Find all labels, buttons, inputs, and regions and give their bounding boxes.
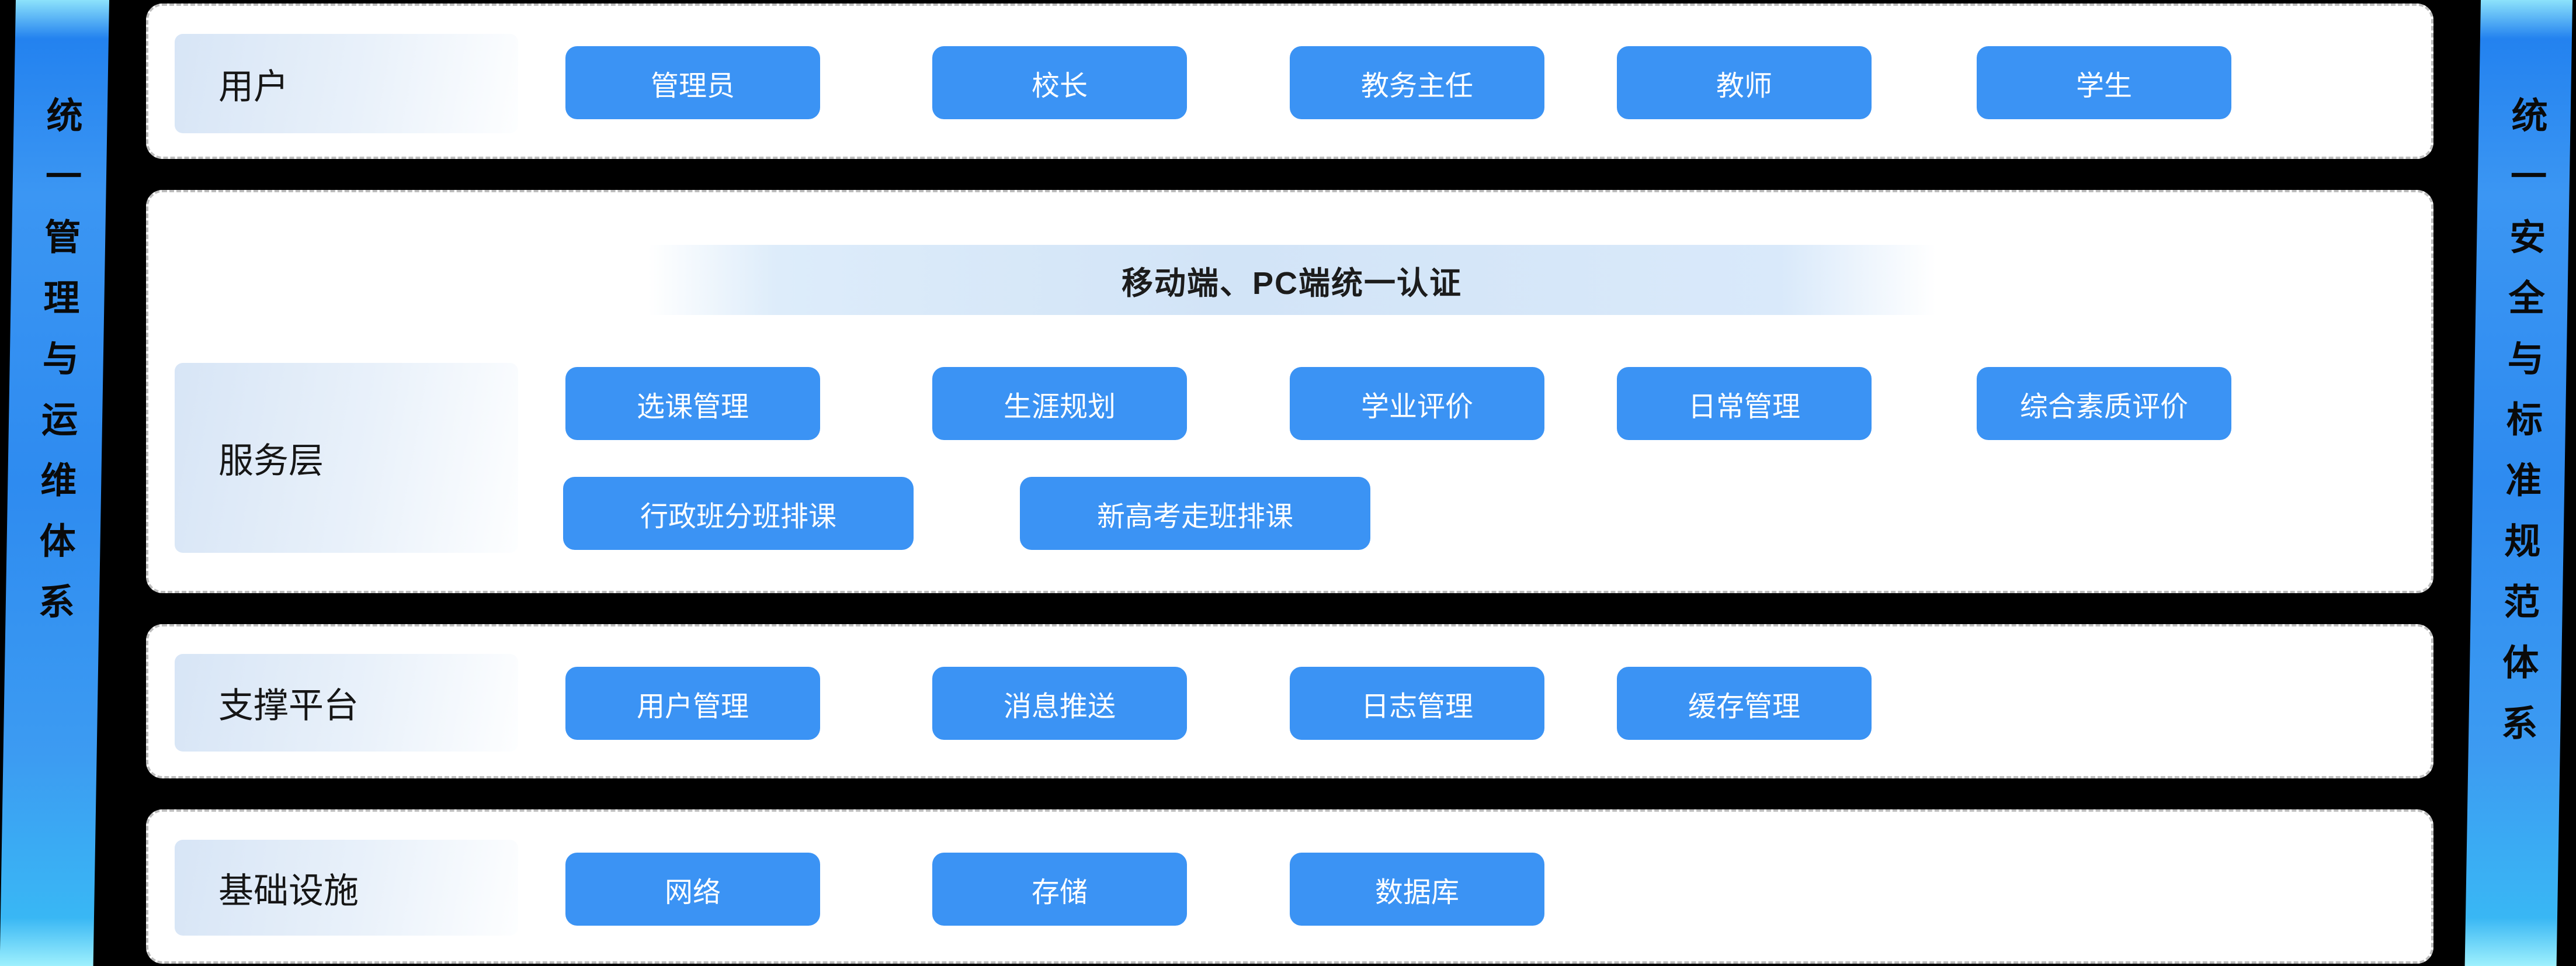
block-log-management: 日志管理 bbox=[1290, 667, 1544, 740]
panel-service-layer-label: 服务层 bbox=[175, 363, 518, 553]
block-message-push: 消息推送 bbox=[932, 667, 1187, 740]
block-career-planning: 生涯规划 bbox=[932, 367, 1187, 440]
block-network: 网络 bbox=[565, 853, 820, 926]
block-user-management: 用户管理 bbox=[565, 667, 820, 740]
panel-support-platform: 支撑平台 用户管理 消息推送 日志管理 缓存管理 bbox=[146, 624, 2433, 778]
block-academic-director: 教务主任 bbox=[1290, 46, 1544, 119]
block-teacher: 教师 bbox=[1617, 46, 1872, 119]
block-daily-management: 日常管理 bbox=[1617, 367, 1872, 440]
block-storage: 存储 bbox=[932, 853, 1187, 926]
panel-support-platform-label: 支撑平台 bbox=[175, 654, 518, 752]
block-principal: 校长 bbox=[932, 46, 1187, 119]
block-academic-evaluation: 学业评价 bbox=[1290, 367, 1544, 440]
panel-users: 用户 管理员 校长 教务主任 教师 学生 bbox=[146, 4, 2433, 159]
block-student: 学生 bbox=[1977, 46, 2231, 119]
block-cache-management: 缓存管理 bbox=[1617, 667, 1872, 740]
block-new-gaokao-scheduling: 新高考走班排课 bbox=[1020, 477, 1370, 550]
panel-infrastructure-label: 基础设施 bbox=[175, 840, 518, 936]
panel-service-layer: 移动端、PC端统一认证 服务层 选课管理 生涯规划 学业评价 日常管理 综合素质… bbox=[146, 190, 2433, 593]
ribbon-security-standards-label: 统一安全与标准规范体系 bbox=[2495, 96, 2547, 765]
block-course-selection: 选课管理 bbox=[565, 367, 820, 440]
block-admin-class-scheduling: 行政班分班排课 bbox=[563, 477, 914, 550]
block-admin: 管理员 bbox=[565, 46, 820, 119]
unified-auth-bar: 移动端、PC端统一认证 bbox=[648, 245, 1936, 315]
block-comprehensive-quality-evaluation: 综合素质评价 bbox=[1977, 367, 2231, 440]
ribbon-security-standards: 统一安全与标准规范体系 bbox=[2464, 0, 2572, 966]
ribbon-management-ops: 统一管理与运维体系 bbox=[0, 0, 110, 966]
ribbon-management-ops-label: 统一管理与运维体系 bbox=[32, 96, 82, 643]
panel-infrastructure: 基础设施 网络 存储 数据库 bbox=[146, 809, 2433, 964]
block-database: 数据库 bbox=[1290, 853, 1544, 926]
panel-users-label: 用户 bbox=[175, 34, 518, 133]
